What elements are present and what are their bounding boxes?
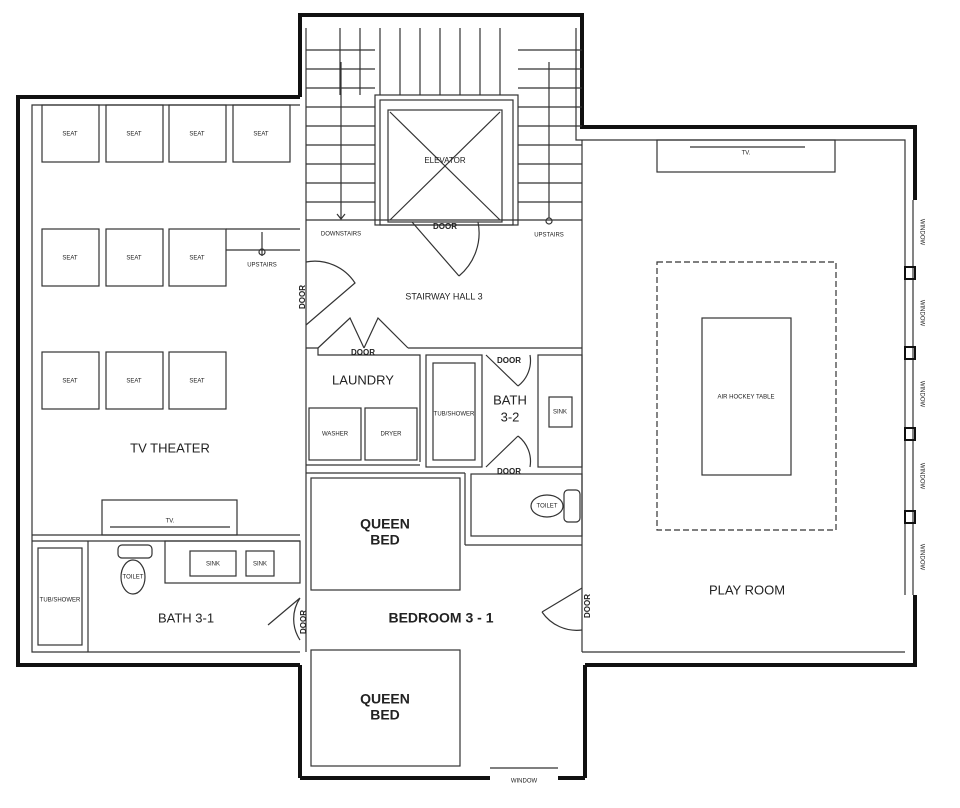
laundry-label: LAUNDRY bbox=[332, 372, 394, 387]
sink-label: SINK bbox=[253, 562, 267, 568]
toilet-label: TOILET bbox=[537, 504, 558, 510]
laundry-doors bbox=[317, 316, 409, 349]
sink-label: SINK bbox=[553, 410, 567, 416]
seat: SEAT bbox=[105, 351, 164, 410]
door-swing bbox=[411, 221, 480, 277]
bath-3-2: TUB/SHOWER DOOR BATH 3-2 SINK DOOR TOILE… bbox=[425, 354, 583, 546]
queen-bed bbox=[310, 477, 461, 591]
door-swing bbox=[267, 597, 301, 641]
air-hockey-table bbox=[701, 317, 792, 476]
bedroom-3-1: QUEEN BED BEDROOM 3 - 1 QUEEN BED DOOR bbox=[310, 477, 592, 767]
door-label: DOOR bbox=[298, 285, 307, 309]
window-label: WINDOW bbox=[511, 779, 538, 785]
door-swing bbox=[485, 435, 532, 468]
seat: SEAT bbox=[232, 104, 291, 163]
seat-label: SEAT bbox=[62, 379, 78, 385]
seat-label: SEAT bbox=[62, 132, 78, 138]
washer-label: WASHER bbox=[322, 432, 349, 438]
play-room-tv bbox=[656, 139, 836, 173]
door-swing bbox=[541, 587, 583, 631]
queen-bed-label-2: BED bbox=[370, 532, 400, 548]
seat-label: SEAT bbox=[189, 379, 205, 385]
stairway-hall-label: STAIRWAY HALL 3 bbox=[405, 291, 482, 301]
door-label: DOOR bbox=[497, 467, 521, 476]
seat: SEAT bbox=[105, 228, 164, 287]
play-room: TV. AIR HOCKEY TABLE PLAY ROOM bbox=[656, 139, 837, 597]
door-label: DOOR bbox=[433, 222, 457, 231]
bath-3-1-label: BATH 3-1 bbox=[158, 610, 214, 625]
elevator-label: ELEVATOR bbox=[424, 156, 466, 165]
window-label: WINDOW bbox=[918, 219, 924, 246]
stairs bbox=[306, 28, 582, 225]
seat-label: SEAT bbox=[126, 379, 142, 385]
seat-label: SEAT bbox=[189, 256, 205, 262]
tv-theater-label: TV THEATER bbox=[130, 440, 210, 455]
window-label: WINDOW bbox=[918, 463, 924, 490]
seat: SEAT bbox=[168, 228, 227, 287]
bath-3-1: TUB/SHOWER TOILET SINK SINK BATH 3-1 DOO… bbox=[37, 540, 308, 652]
bath-3-2-label: BATH bbox=[493, 392, 527, 407]
window-label: WINDOW bbox=[918, 381, 924, 408]
play-room-label: PLAY ROOM bbox=[709, 582, 785, 597]
bedroom-label: BEDROOM 3 - 1 bbox=[388, 610, 493, 626]
queen-bed bbox=[310, 649, 461, 767]
window-label: WINDOW bbox=[918, 300, 924, 327]
air-hockey-label: AIR HOCKEY TABLE bbox=[717, 395, 774, 401]
door-swing bbox=[305, 260, 356, 326]
tv-label: TV. bbox=[742, 151, 751, 157]
seat: SEAT bbox=[105, 104, 164, 163]
seat-label: SEAT bbox=[253, 132, 269, 138]
queen-bed-label-2: BED bbox=[370, 707, 400, 723]
door-label: DOOR bbox=[583, 594, 592, 618]
play-room-windows: WINDOW WINDOW WINDOW WINDOW WINDOW WINDO… bbox=[511, 200, 924, 785]
seat-label: SEAT bbox=[126, 256, 142, 262]
toilet-label: TOILET bbox=[123, 575, 144, 581]
seat: SEAT bbox=[41, 104, 100, 163]
seat: SEAT bbox=[41, 351, 100, 410]
elevator: ELEVATOR DOOR bbox=[374, 94, 519, 277]
queen-bed-label: QUEEN bbox=[360, 516, 410, 532]
seat-label: SEAT bbox=[62, 256, 78, 262]
exterior-walls bbox=[16, 13, 917, 780]
upstairs-label: UPSTAIRS bbox=[247, 263, 277, 269]
bath-3-2-number: 3-2 bbox=[501, 409, 520, 424]
tub-shower-label: TUB/SHOWER bbox=[434, 412, 475, 418]
door-label: DOOR bbox=[351, 348, 375, 357]
seat: SEAT bbox=[168, 104, 227, 163]
queen-bed-label: QUEEN bbox=[360, 691, 410, 707]
sink-label: SINK bbox=[206, 562, 220, 568]
seat-label: SEAT bbox=[189, 132, 205, 138]
theater-tv bbox=[101, 499, 238, 536]
seats: SEAT SEAT SEAT SEAT SEAT SEAT SEAT SEAT SEAT SEAT bbox=[41, 104, 291, 410]
laundry: DOOR LAUNDRY WASHER DRYER bbox=[306, 316, 582, 474]
door-label: DOOR bbox=[497, 356, 521, 365]
door-label: DOOR bbox=[299, 610, 308, 634]
tv-label: TV. bbox=[166, 519, 175, 525]
upstairs-label: UPSTAIRS bbox=[534, 233, 564, 239]
seat: SEAT bbox=[41, 228, 100, 287]
seat-label: SEAT bbox=[126, 132, 142, 138]
downstairs-label: DOWNSTAIRS bbox=[321, 232, 361, 238]
tub-shower-label: TUB/SHOWER bbox=[40, 598, 81, 604]
dryer-label: DRYER bbox=[381, 432, 403, 438]
window-label: WINDOW bbox=[918, 544, 924, 571]
seat: SEAT bbox=[168, 351, 227, 410]
door-swing bbox=[485, 354, 532, 387]
